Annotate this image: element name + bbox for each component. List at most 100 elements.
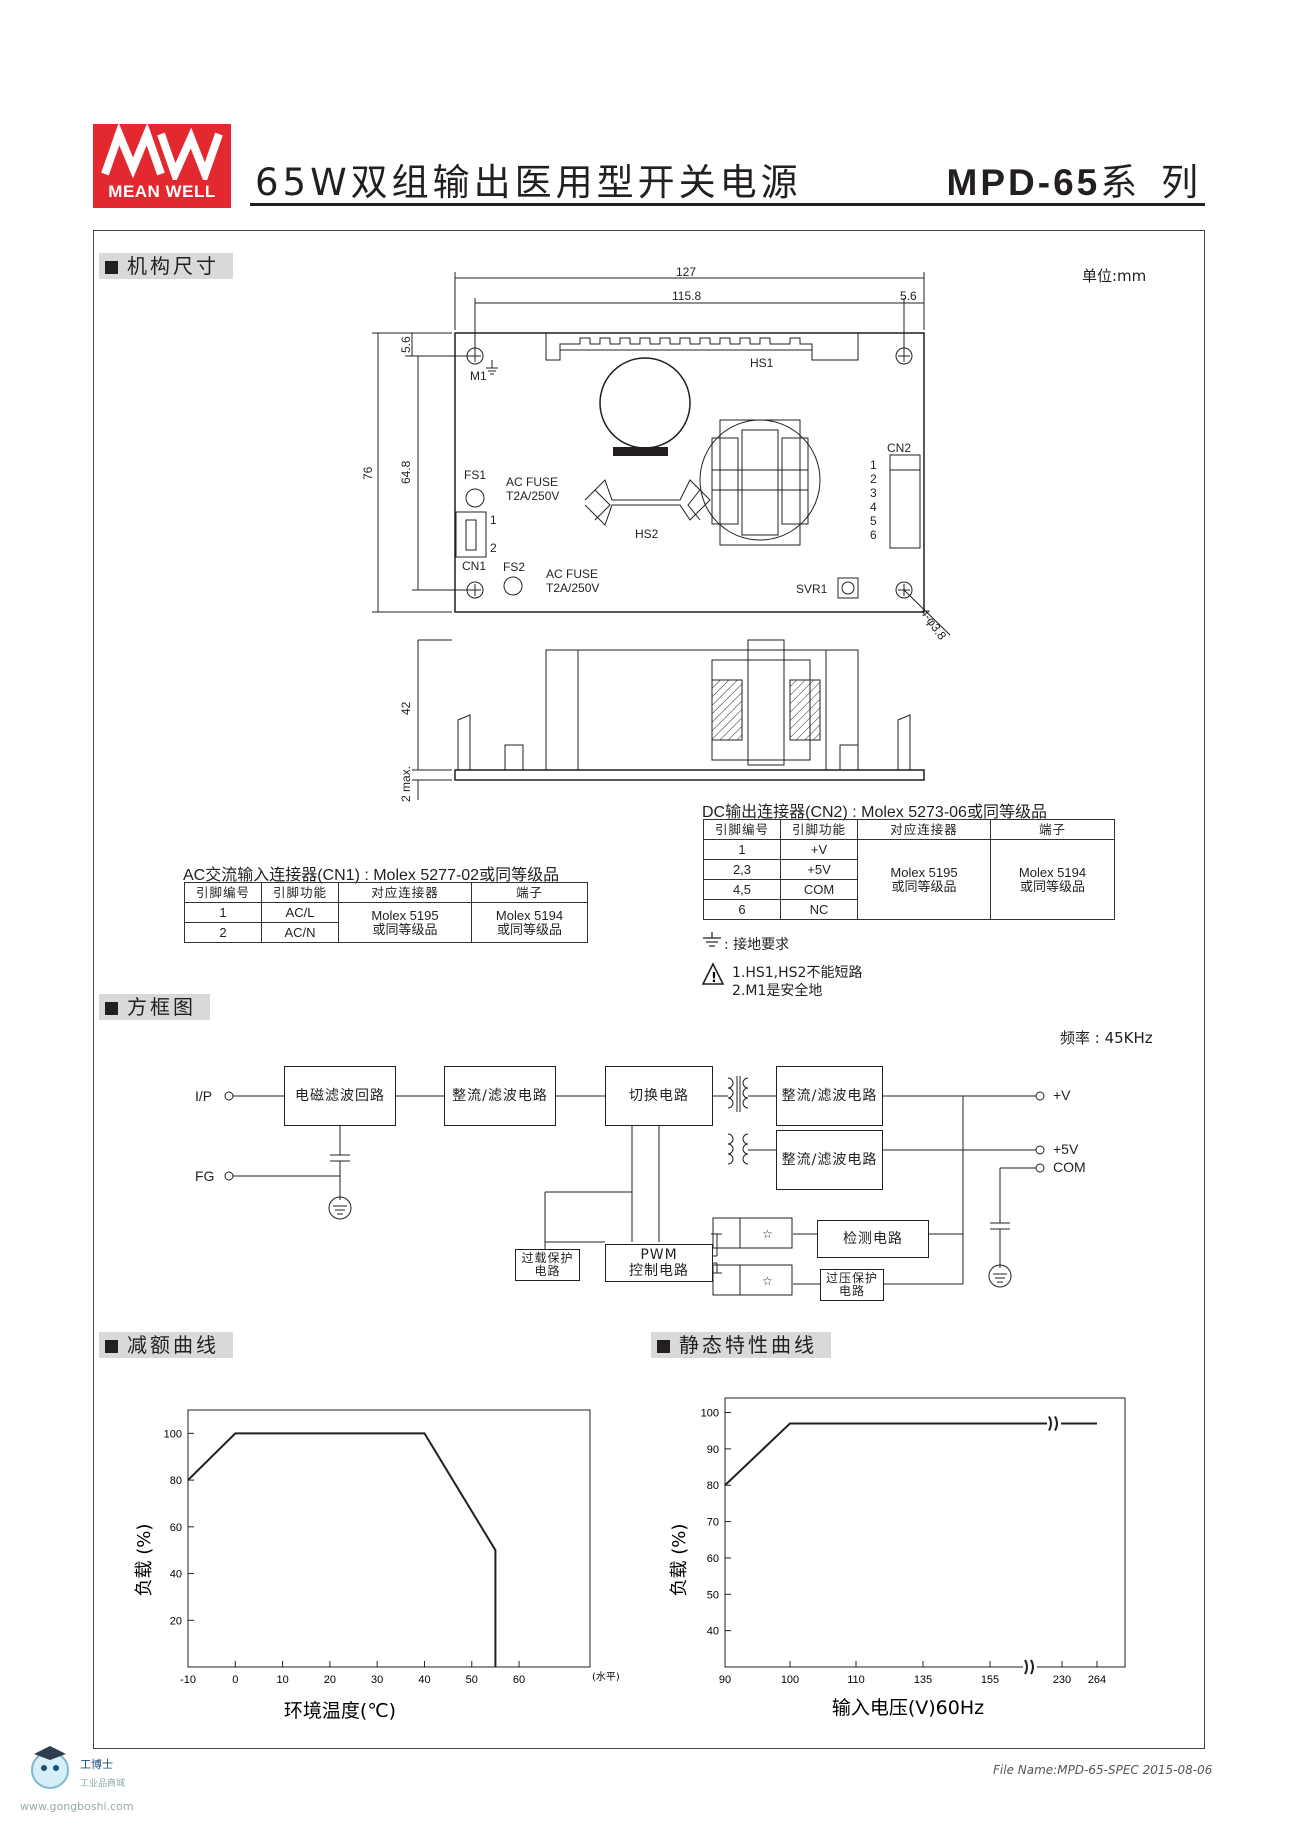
header-rule	[250, 203, 1205, 206]
pwm-label: PWM	[640, 1247, 678, 1263]
output-5v: +5V	[1053, 1141, 1079, 1157]
label-svr1: SVR1	[796, 582, 828, 596]
olp-block: 过载保护 电路	[515, 1249, 580, 1281]
opto-arrows-1: ☆	[762, 1227, 773, 1241]
derating-xtick-label: 50	[466, 1674, 478, 1686]
static-curve	[724, 1422, 1097, 1486]
wm-url: www.gongboshi.com	[20, 1800, 134, 1813]
label-hs1: HS1	[750, 356, 774, 370]
note-icons: !	[701, 932, 725, 986]
warning-icon	[701, 962, 725, 985]
dim-2max: 2 max.	[399, 766, 413, 802]
label-m1: M1	[470, 369, 487, 383]
output-com: COM	[1053, 1159, 1086, 1175]
series-suffix: 系 列	[1100, 161, 1204, 204]
svg-text:!: !	[711, 971, 717, 986]
derating-xlabel: 环境温度(℃)	[284, 1700, 396, 1722]
label-fg: FG	[195, 1168, 215, 1184]
derating-xtick-label: 0	[232, 1674, 238, 1686]
static-ytick-label: 70	[707, 1517, 719, 1529]
label-fuse1-b: T2A/250V	[506, 489, 559, 503]
output-v: +V	[1053, 1087, 1071, 1103]
derating-xtick-label: -10	[180, 1674, 196, 1686]
mean-well-logo: MEAN WELL	[93, 122, 231, 208]
cn2-cell: 4,5	[703, 879, 781, 900]
cn2-cell: 1	[703, 839, 781, 860]
dim-42: 42	[399, 701, 413, 715]
label-fuse2-b: T2A/250V	[546, 581, 599, 595]
cn2-cell: 6	[703, 899, 781, 920]
cn2-cell: +5V	[780, 859, 858, 880]
static-xtick-label: 264	[1088, 1674, 1106, 1686]
cn1-cell: 2	[184, 922, 262, 943]
static-ytick-label: 80	[707, 1480, 719, 1492]
label-cn2: CN2	[887, 441, 911, 455]
watermark: 工博士 工业品商城 www.gongboshi.com	[20, 1738, 160, 1818]
cn1-header-term: 端子	[471, 882, 588, 903]
label-hs2: HS2	[635, 527, 659, 541]
cn1-cell: AC/N	[261, 922, 339, 943]
pwm-block: PWM 控制电路	[605, 1244, 713, 1282]
derating-xtick-label: 30	[371, 1674, 383, 1686]
dim-64-8: 64.8	[399, 460, 413, 484]
mechanical-drawing: 127 115.8 5.6 76 64.8 5.6 42 2 max. 4-φ3…	[361, 265, 951, 802]
cn1-pin-2: 2	[490, 541, 497, 555]
derating-ytick-label: 60	[170, 1522, 182, 1534]
static-xlabel: 输入电压(V)60Hz	[832, 1697, 984, 1719]
cn2-pin-1: 1	[870, 458, 877, 472]
cn2-cell: NC	[780, 899, 858, 920]
cap-base	[613, 447, 668, 456]
static-xtick-label: 100	[781, 1674, 799, 1686]
cn2-header-conn: 对应连接器	[857, 819, 991, 840]
axis-break-mark	[1024, 1659, 1034, 1675]
cn2-cell: COM	[780, 879, 858, 900]
cn2-cell: +V	[780, 839, 858, 860]
derating-curve	[187, 1432, 497, 1667]
static-ylabel: 负载 (%)	[669, 1524, 690, 1597]
dim-127: 127	[676, 265, 696, 279]
derating-xtick-label: 40	[418, 1674, 430, 1686]
rectifier-block-2: 整流/滤波电路	[776, 1066, 883, 1126]
cn2-table: 引脚编号 引脚功能 对应连接器 端子 1 +V Molex 5195 或同等级品…	[703, 819, 1115, 920]
cn1-table: 引脚编号 引脚功能 对应连接器 端子 1 AC/L Molex 5195 或同等…	[184, 882, 588, 943]
detect-block: 检测电路	[817, 1220, 929, 1258]
derating-ytick-label: 20	[170, 1615, 182, 1627]
dim-hole: 4-φ3.8	[918, 606, 950, 643]
ovp-block: 过压保护 电路	[820, 1269, 884, 1301]
static-xtick-label: 110	[847, 1674, 865, 1686]
cn2-caption: DC输出连接器(CN2) : Molex 5273-06或同等级品	[702, 804, 1047, 821]
label-cn1: CN1	[462, 559, 486, 573]
axis-break-mark	[1048, 1415, 1058, 1431]
robot-logo-icon	[31, 1746, 69, 1789]
derating-xtick-label: 10	[276, 1674, 288, 1686]
cn2-header-func: 引脚功能	[780, 819, 858, 840]
static-ytick-label: 40	[707, 1626, 719, 1638]
cn2-pin-3: 3	[870, 486, 877, 500]
frequency-label: 频率 : 45KHz	[1060, 1029, 1153, 1047]
cn2-connector: Molex 5195 或同等级品	[857, 839, 991, 920]
cn2-terminal: Molex 5194 或同等级品	[990, 839, 1115, 920]
cn1-connector: Molex 5195 或同等级品	[338, 902, 472, 943]
derating-xtick-label: 60	[513, 1674, 525, 1686]
dim-5-6-left: 5.6	[399, 336, 413, 353]
derating-ytick-label: 40	[170, 1569, 182, 1581]
cn2-header-term: 端子	[990, 819, 1115, 840]
section-static: 静态特性曲线	[651, 1332, 831, 1358]
page-title: 65W双组输出医用型开关电源	[255, 161, 802, 204]
series-name: MPD-65系 列	[947, 152, 1204, 206]
rectifier-block-3: 整流/滤波电路	[776, 1130, 883, 1190]
static-plot-area	[724, 1397, 1126, 1668]
static-xtick-label: 90	[719, 1674, 731, 1686]
block-diagram-wiring: ☆ ☆	[224, 1076, 1045, 1296]
static-xtick-label: 230	[1053, 1674, 1071, 1686]
label-fuse2-a: AC FUSE	[546, 567, 598, 581]
rectifier-block-1: 整流/滤波电路	[444, 1066, 556, 1126]
mw-logo-mark	[101, 122, 223, 186]
static-xtick-label: 155	[981, 1674, 999, 1686]
derating-xtick-label: 20	[324, 1674, 336, 1686]
cn1-header-func: 引脚功能	[261, 882, 339, 903]
section-block-diagram: 方框图	[99, 994, 210, 1020]
file-name: File Name:MPD-65-SPEC 2015-08-06	[993, 1763, 1213, 1777]
dim-76: 76	[361, 466, 375, 480]
